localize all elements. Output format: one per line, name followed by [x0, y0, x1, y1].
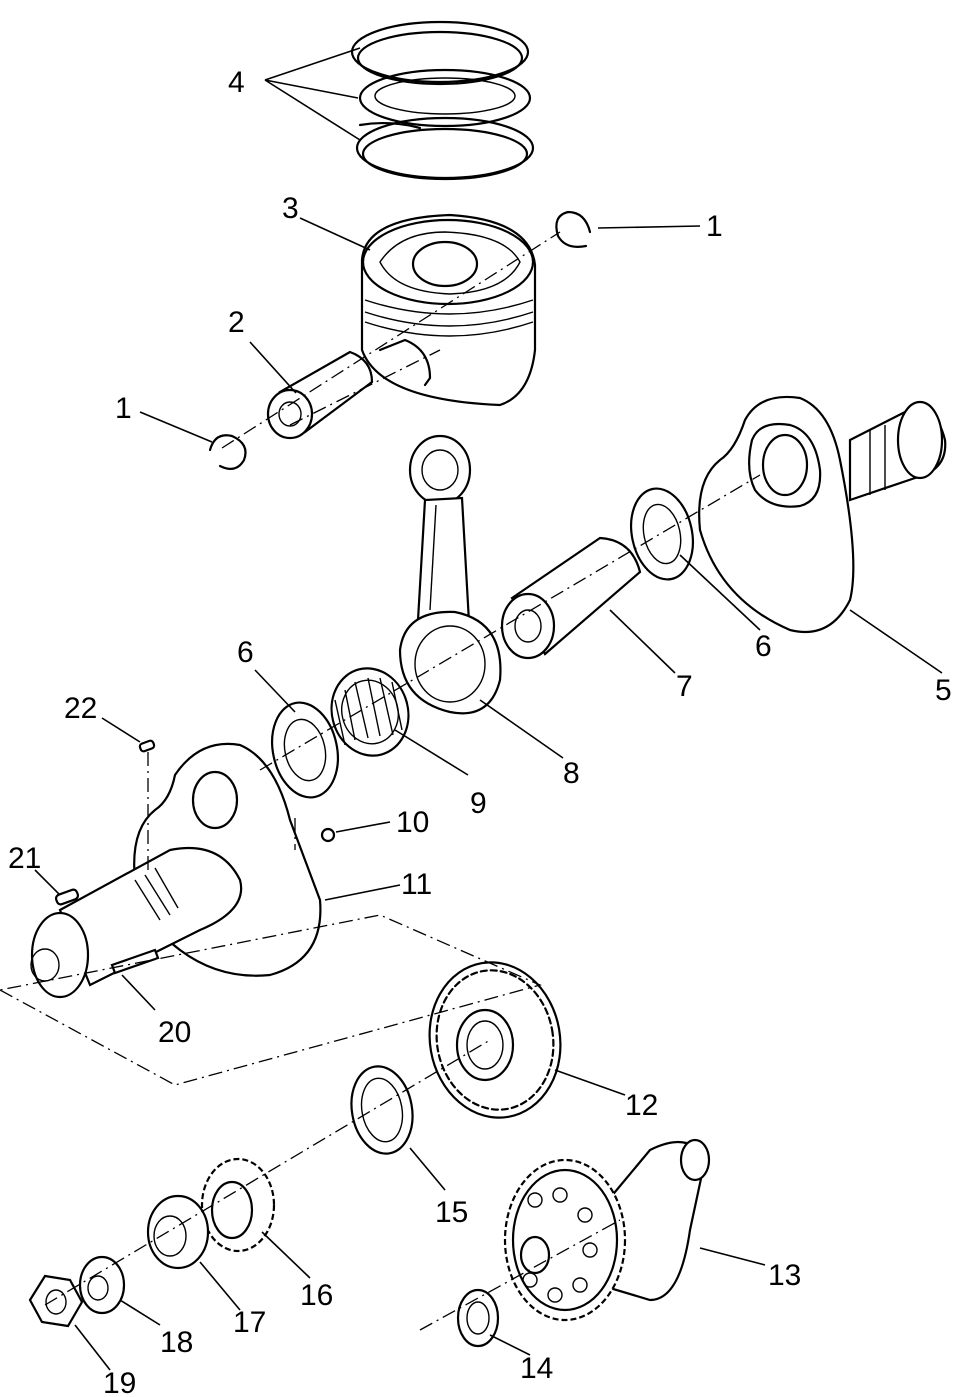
- callout-18: 18: [160, 1326, 193, 1359]
- ball: [320, 827, 336, 843]
- callout-12: 12: [625, 1089, 658, 1122]
- crank-gear: [428, 961, 562, 1119]
- callout-20: 20: [158, 1016, 191, 1049]
- crank-half-right: [698, 395, 947, 634]
- crank-pin: [500, 536, 642, 660]
- woodruff-key-22: [138, 739, 156, 753]
- callout-15: 15: [435, 1196, 468, 1229]
- washer-15: [350, 1065, 414, 1155]
- callout-17: 17: [233, 1306, 266, 1339]
- callout-5: 5: [935, 674, 952, 707]
- callout-13: 13: [768, 1259, 801, 1292]
- callout-10: 10: [396, 806, 429, 839]
- circlip-right: [555, 210, 592, 248]
- callout-9: 9: [470, 787, 487, 820]
- callout-22: 22: [64, 692, 97, 725]
- circlip-left: [208, 434, 247, 471]
- leader-lines: [34, 47, 943, 1371]
- piston-pin: [266, 350, 374, 440]
- callout-1-right: 1: [706, 210, 723, 243]
- callout-labels: 4 3 1 2 1 6 5 7 8 9 6 22 10 11 21 20 12 …: [8, 66, 952, 1397]
- washer-18: [78, 1255, 126, 1315]
- piston-rings: [350, 20, 535, 181]
- callout-3: 3: [282, 192, 299, 225]
- callout-16: 16: [300, 1279, 333, 1312]
- callout-21: 21: [8, 842, 41, 875]
- dowel-pin: [110, 948, 160, 975]
- assembly-axes: [0, 231, 761, 1331]
- hex-nut: [28, 1274, 84, 1328]
- drive-gear-small: [200, 1157, 276, 1253]
- woodruff-key-21: [54, 888, 80, 906]
- callout-8: 8: [563, 757, 580, 790]
- callout-2: 2: [228, 306, 245, 339]
- callout-4: 4: [228, 66, 245, 99]
- callout-7: 7: [676, 670, 693, 703]
- callout-19: 19: [103, 1367, 136, 1397]
- thrust-washer-right: [630, 487, 694, 581]
- callout-11: 11: [401, 868, 432, 901]
- callout-14: 14: [520, 1352, 553, 1385]
- callout-6-right: 6: [755, 630, 772, 663]
- balancer-shaft: [503, 1138, 711, 1322]
- piston: [360, 213, 537, 407]
- connecting-rod: [398, 434, 502, 715]
- washer-14: [456, 1288, 500, 1348]
- callout-1-left: 1: [115, 392, 132, 425]
- thrust-washer-left: [271, 701, 339, 799]
- crank-half-left: [30, 742, 322, 999]
- callout-6-left: 6: [237, 636, 254, 669]
- lock-nut: [146, 1194, 210, 1270]
